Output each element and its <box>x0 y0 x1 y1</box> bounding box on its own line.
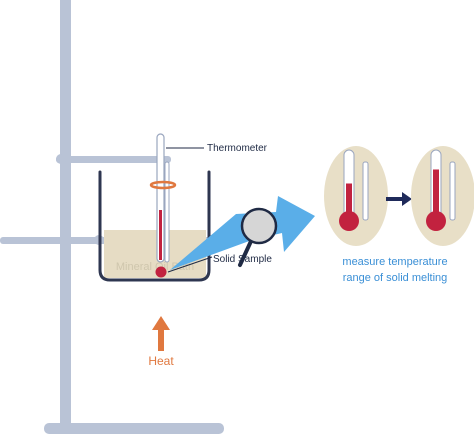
thermometer-tube <box>156 133 165 263</box>
capillary-tube <box>164 161 170 263</box>
magnifier <box>170 196 315 270</box>
magnifier-lens <box>240 207 278 245</box>
rubber-band <box>149 180 177 190</box>
caption-line-1: measure temperature <box>342 256 447 268</box>
after-capillary <box>449 161 456 221</box>
before-capillary <box>362 161 369 221</box>
beaker-outline <box>98 170 211 282</box>
thermometer-label: Thermometer <box>207 143 268 154</box>
heat-arrow-shape <box>152 316 170 351</box>
upper-clamp-arm <box>56 156 171 163</box>
caption: measure temperature range of solid melti… <box>342 256 447 284</box>
heat-label: Heat <box>148 354 174 368</box>
heat-arrow: Heat <box>148 316 174 368</box>
before-mercury <box>346 183 352 222</box>
caption-line-2: range of solid melting <box>343 272 448 284</box>
thermometer-before <box>324 146 388 246</box>
stand-base <box>44 423 224 434</box>
thermometer: Thermometer <box>149 133 268 278</box>
transition-arrow <box>386 192 412 206</box>
stand-rod <box>60 0 71 428</box>
upper-clamp-knob <box>56 154 66 164</box>
thermometer-after <box>411 146 474 246</box>
thermometer-mercury <box>159 210 162 260</box>
after-bulb <box>426 211 446 231</box>
transition-arrow-shaft <box>386 197 402 201</box>
after-oval <box>411 146 474 246</box>
thermometer-bulb <box>155 266 167 278</box>
solid-sample-pointer <box>167 256 213 273</box>
after-mercury <box>433 169 439 222</box>
transition-arrow-head <box>402 192 412 206</box>
magnifier-handle <box>238 237 254 267</box>
before-oval <box>324 146 388 246</box>
ring-stand <box>0 0 224 434</box>
before-bulb <box>339 211 359 231</box>
